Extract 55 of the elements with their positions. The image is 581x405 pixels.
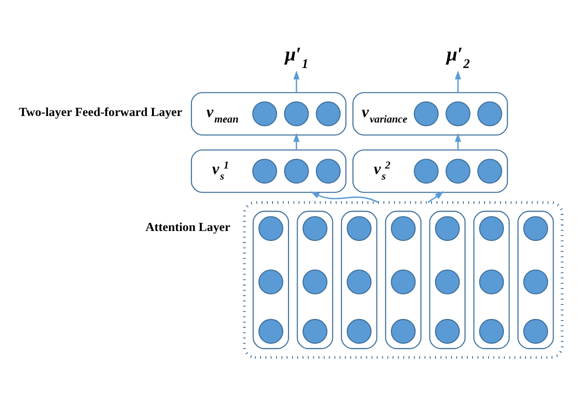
node-circle [414, 158, 439, 184]
node-circle [284, 101, 309, 126]
node-circle [346, 318, 372, 344]
arrow [310, 191, 379, 204]
cluster [385, 210, 422, 350]
node-label: v$_{variance}$ [362, 104, 408, 126]
arrow [428, 191, 444, 204]
cluster [190, 92, 346, 136]
cluster [243, 201, 564, 359]
node-circle [284, 158, 309, 184]
node-circle [523, 318, 548, 344]
cluster [190, 149, 346, 193]
node-circle [302, 270, 328, 294]
node-circle [316, 101, 341, 126]
cluster [517, 210, 554, 350]
node-circle [523, 216, 548, 241]
node-circle [479, 318, 504, 344]
node-label: v$_{mean}$ [206, 104, 238, 126]
node-circle [414, 101, 439, 126]
node-circle [523, 270, 548, 294]
node-circle [434, 270, 460, 294]
node-circle [477, 101, 502, 126]
cluster [352, 149, 508, 193]
cluster [473, 210, 510, 350]
label: Two-layer Feed-forward Layer [18, 105, 182, 120]
node-circle [390, 318, 416, 344]
node-circle [346, 270, 372, 294]
node-circle [258, 318, 284, 344]
node-circle [252, 101, 278, 126]
node-circle [479, 270, 504, 294]
label: Attention Layer [146, 220, 230, 234]
node-circle [479, 216, 504, 241]
node-circle [258, 270, 284, 294]
node-circle [477, 158, 502, 184]
node-text: μ′$_{2}$ [446, 44, 470, 71]
node-circle [390, 270, 416, 294]
cluster [252, 210, 290, 350]
node-circle [446, 158, 470, 184]
cluster [429, 210, 466, 350]
node-circle [346, 216, 372, 241]
node-circle [434, 318, 460, 344]
node-circle [252, 158, 278, 184]
node-circle [302, 216, 328, 241]
node-circle [302, 318, 328, 344]
arrow [293, 70, 300, 93]
node-circle [258, 216, 284, 241]
node-circle [446, 101, 470, 126]
node-circle [316, 158, 341, 184]
arrow [454, 70, 462, 93]
cluster [352, 92, 508, 136]
node-text: μ′$_{1}$ [284, 44, 308, 71]
node-circle [434, 216, 460, 241]
cluster [340, 210, 378, 350]
node-circle [390, 216, 416, 241]
cluster [296, 210, 334, 350]
